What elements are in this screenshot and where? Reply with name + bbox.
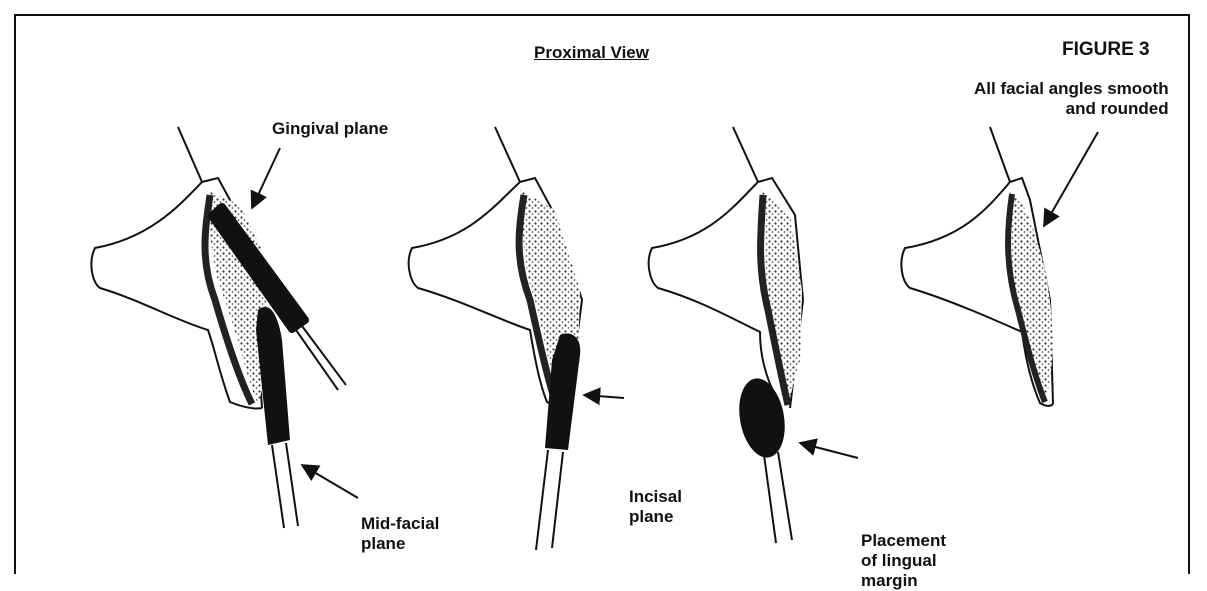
arrow-incisal	[584, 395, 624, 398]
instrument-lingual-margin	[733, 375, 792, 543]
label-gingival-plane: Gingival plane	[272, 119, 388, 139]
label-incisal-plane: Incisal plane	[629, 487, 682, 527]
label-placement-lingual-margin: Placement of lingual margin	[861, 531, 946, 591]
label-mid-facial-plane: Mid-facial plane	[361, 514, 439, 554]
figure-3-proximal-view: Proximal View FIGURE 3 Gingival plane Mi…	[0, 0, 1207, 573]
tooth-1-gingival-and-midfacial	[91, 127, 270, 409]
label-facial-angles-rounded: All facial angles smooth and rounded	[974, 79, 1169, 119]
arrow-mid-facial	[302, 465, 358, 498]
arrow-facial-angles	[1044, 132, 1098, 226]
instrument-mid-facial-plane	[256, 307, 298, 528]
figure-number: FIGURE 3	[1062, 40, 1150, 60]
figure-title: Proximal View	[534, 43, 649, 63]
tooth-4-rounded-angles	[901, 127, 1053, 406]
arrow-lingual-margin	[800, 443, 858, 458]
arrow-gingival	[252, 148, 280, 208]
tooth-3-lingual-margin	[649, 127, 803, 408]
